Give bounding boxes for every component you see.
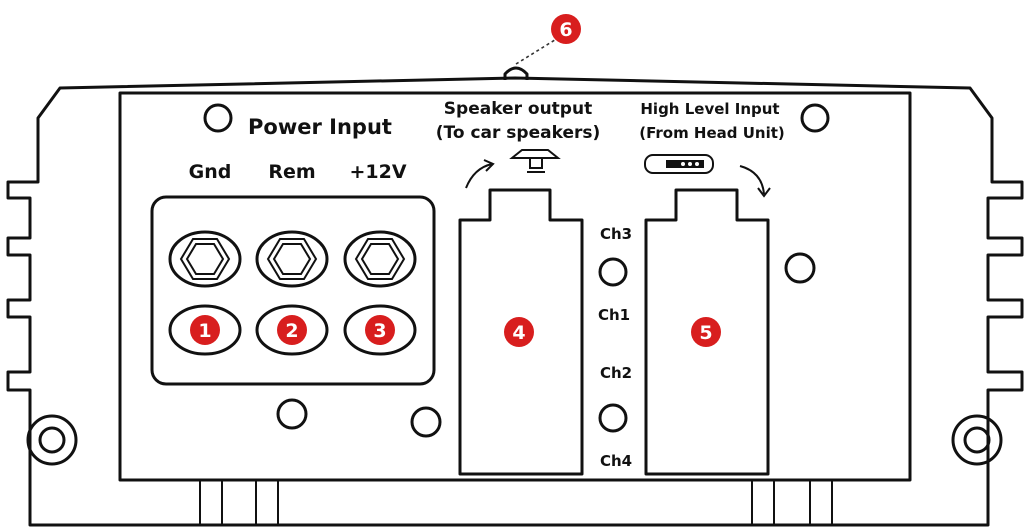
svg-text:5: 5 [699, 322, 712, 344]
high-level-input-connector[interactable] [644, 188, 770, 476]
channel-indicator-bottom [598, 403, 628, 433]
svg-text:4: 4 [512, 322, 525, 344]
svg-text:2: 2 [285, 320, 298, 342]
top-knob[interactable] [503, 66, 529, 80]
channel-label-ch4: Ch4 [600, 452, 632, 470]
arrow-head-unit-icon [739, 165, 771, 198]
terminal-12v[interactable] [343, 230, 417, 288]
power-input-label: Power Input [248, 115, 392, 139]
callout-2: 2 [255, 304, 329, 356]
terminal-label-12v: +12V [349, 161, 406, 183]
screw-right-middle [784, 252, 816, 284]
high-level-input-label: High Level Input [640, 100, 779, 118]
svg-text:1: 1 [198, 320, 211, 342]
plug-icon [644, 154, 714, 174]
callout-5: 5 [691, 317, 721, 347]
channel-label-ch3: Ch3 [600, 225, 632, 243]
terminal-gnd[interactable] [168, 230, 242, 288]
high-level-input-sublabel: (From Head Unit) [639, 124, 785, 142]
speaker-output-connector[interactable] [458, 188, 584, 476]
bottom-foot-left [199, 480, 279, 525]
channel-label-ch2: Ch2 [600, 364, 632, 382]
terminal-rem[interactable] [255, 230, 329, 288]
screw-top-left [203, 103, 233, 133]
arrow-speaker-icon [465, 159, 495, 189]
callout-3: 3 [343, 304, 417, 356]
mount-hole-left [26, 414, 78, 466]
screw-bottom-center [410, 406, 442, 438]
svg-text:6: 6 [559, 19, 572, 41]
power-terminal-block [150, 195, 436, 386]
mount-hole-right [951, 414, 1003, 466]
bottom-foot-right [751, 480, 833, 525]
svg-text:3: 3 [373, 320, 386, 342]
callout-1: 1 [168, 304, 242, 356]
callout-6: 6 [551, 14, 581, 44]
terminal-label-rem: Rem [268, 161, 315, 183]
faceplate [118, 91, 912, 482]
screw-top-right [800, 103, 830, 133]
terminal-label-gnd: Gnd [189, 161, 232, 183]
speaker-output-sublabel: (To car speakers) [436, 123, 601, 143]
amplifier-housing [6, 76, 1024, 527]
channel-label-ch1: Ch1 [598, 306, 630, 324]
callout-6-leader [515, 37, 559, 65]
speaker-icon [509, 149, 561, 173]
callout-4: 4 [504, 317, 534, 347]
speaker-output-label: Speaker output [444, 99, 592, 119]
channel-indicator-top [598, 257, 628, 287]
screw-bottom-left [276, 398, 308, 430]
